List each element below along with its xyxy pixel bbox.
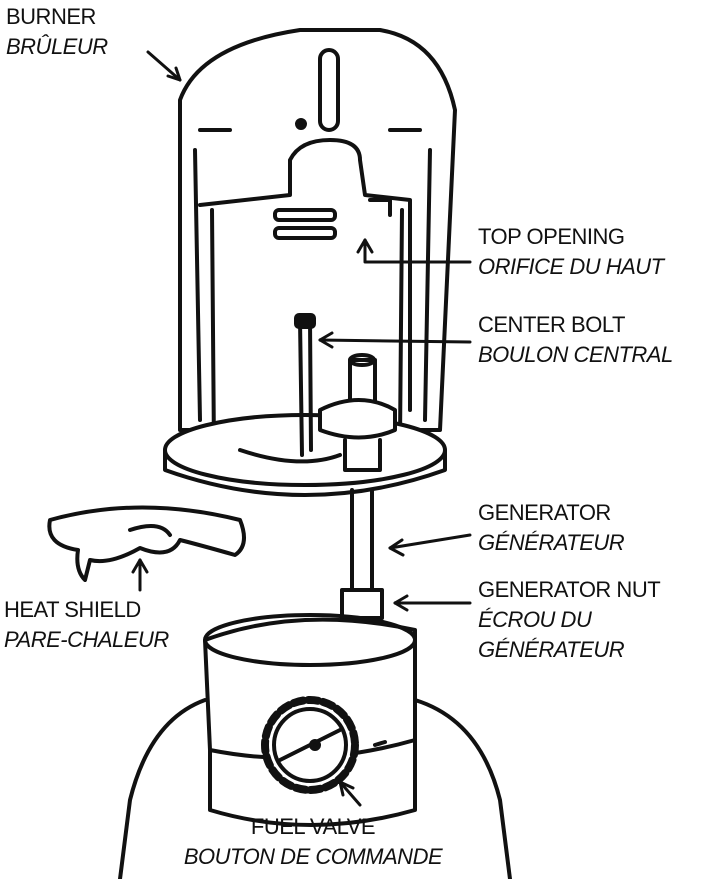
label-fr: BRÛLEUR (6, 34, 108, 59)
label-heat-shield: HEAT SHIELD PARE-CHALEUR (4, 595, 169, 655)
label-fuel-valve: FUEL VALVE BOUTON DE COMMANDE (158, 812, 468, 872)
label-fr: GÉNÉRATEUR (478, 637, 625, 662)
label-en: HEAT SHIELD (4, 597, 141, 622)
label-en: BURNER (6, 4, 96, 29)
label-generator-nut: GENERATOR NUT ÉCROU DU GÉNÉRATEUR (478, 575, 661, 665)
label-fr: GÉNÉRATEUR (478, 530, 625, 555)
label-en: GENERATOR NUT (478, 577, 661, 602)
label-fr: ORIFICE DU HAUT (478, 254, 664, 279)
label-fr: BOULON CENTRAL (478, 342, 673, 367)
label-en: GENERATOR (478, 500, 611, 525)
burner-part (163, 28, 457, 497)
heat-shield-part (47, 505, 246, 582)
label-fr: PARE-CHALEUR (4, 627, 169, 652)
label-fr: BOUTON DE COMMANDE (183, 844, 443, 869)
label-en: TOP OPENING (478, 224, 625, 249)
label-top-opening: TOP OPENING ORIFICE DU HAUT (478, 222, 664, 282)
leader-lines (131, 50, 472, 807)
label-en: CENTER BOLT (478, 312, 625, 337)
label-en: FUEL VALVE (250, 814, 376, 839)
label-generator: GENERATOR GÉNÉRATEUR (478, 498, 625, 558)
label-fr: ÉCROU DU (478, 607, 592, 632)
label-burner: BURNER BRÛLEUR (6, 2, 108, 62)
fuel-tank-part (118, 613, 512, 879)
label-center-bolt: CENTER BOLT BOULON CENTRAL (478, 310, 673, 370)
